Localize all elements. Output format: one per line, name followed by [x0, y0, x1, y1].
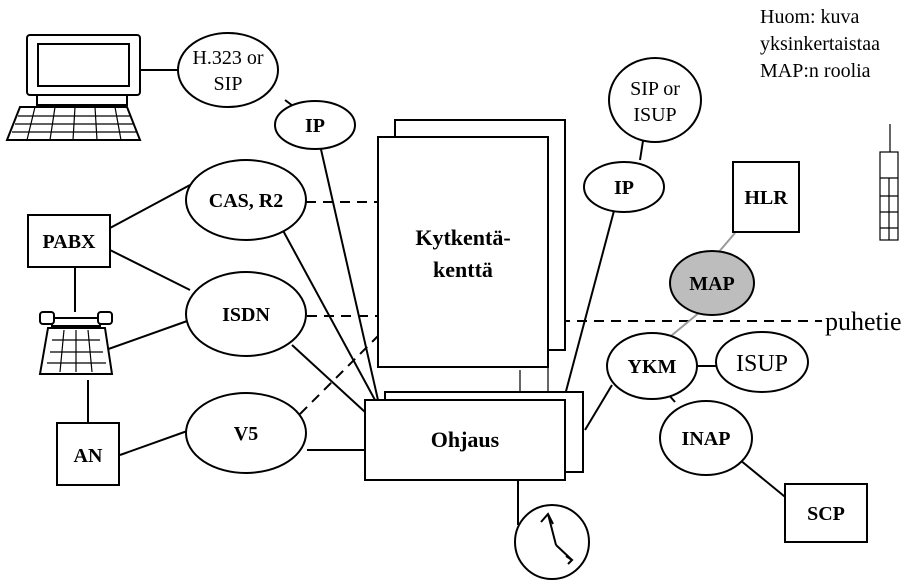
sip-isup-node: SIP or ISUP: [608, 57, 702, 143]
switching-field-label-1: Kytkentä-: [415, 225, 510, 250]
clock-icon: [514, 504, 590, 580]
map-node: MAP: [669, 250, 755, 316]
v5-node: V5: [185, 392, 307, 474]
isdn-label: ISDN: [222, 304, 270, 326]
hlr-label: HLR: [744, 187, 788, 209]
sip-isup-label-1: SIP or: [630, 78, 680, 100]
an-label: AN: [74, 445, 103, 467]
control-label: Ohjaus: [431, 427, 500, 452]
ip-node-left: IP: [274, 100, 356, 150]
switching-field-label-2: kenttä: [433, 257, 493, 282]
scp-node: SCP: [784, 483, 868, 543]
mobile-phone-icon: [879, 124, 899, 241]
map-label: MAP: [689, 273, 735, 295]
ykm-label: YKM: [628, 356, 677, 378]
switching-field: Kytkentä- kenttä: [377, 119, 566, 368]
isup-node: ISUP: [715, 331, 809, 393]
inap-label: INAP: [682, 428, 731, 450]
hlr-node: HLR: [732, 161, 800, 233]
isup-label: ISUP: [736, 351, 788, 377]
computer-icon: [5, 34, 142, 141]
h323-sip-label-2: SIP: [214, 73, 243, 95]
telephone-icon: [38, 311, 114, 375]
ip-node-right: IP: [583, 161, 665, 213]
note-line-2: yksinkertaistaa: [760, 33, 880, 55]
h323-sip-node: H.323 or SIP: [177, 32, 279, 108]
control-unit: Ohjaus: [364, 391, 584, 481]
pabx-label: PABX: [43, 231, 97, 253]
isdn-node: ISDN: [185, 271, 307, 357]
inap-node: INAP: [659, 400, 753, 476]
note-line-1: Huom: kuva: [760, 6, 860, 28]
ykm-node: YKM: [606, 332, 698, 400]
h323-sip-label-1: H.323 or: [192, 47, 263, 69]
ip-left-label: IP: [305, 115, 325, 137]
cas-r2-node: CAS, R2: [185, 159, 307, 241]
ip-right-label: IP: [614, 177, 634, 199]
an-node: AN: [56, 422, 120, 486]
v5-label: V5: [234, 423, 258, 445]
speech-path-label: puhetie: [825, 307, 902, 336]
note-line-3: MAP:n roolia: [760, 60, 871, 82]
note: Huom: kuva yksinkertaistaa MAP:n roolia: [760, 6, 880, 82]
pabx-node: PABX: [27, 214, 111, 268]
cas-r2-label: CAS, R2: [209, 190, 283, 212]
sip-isup-label-2: ISUP: [633, 104, 676, 126]
scp-label: SCP: [807, 503, 845, 525]
